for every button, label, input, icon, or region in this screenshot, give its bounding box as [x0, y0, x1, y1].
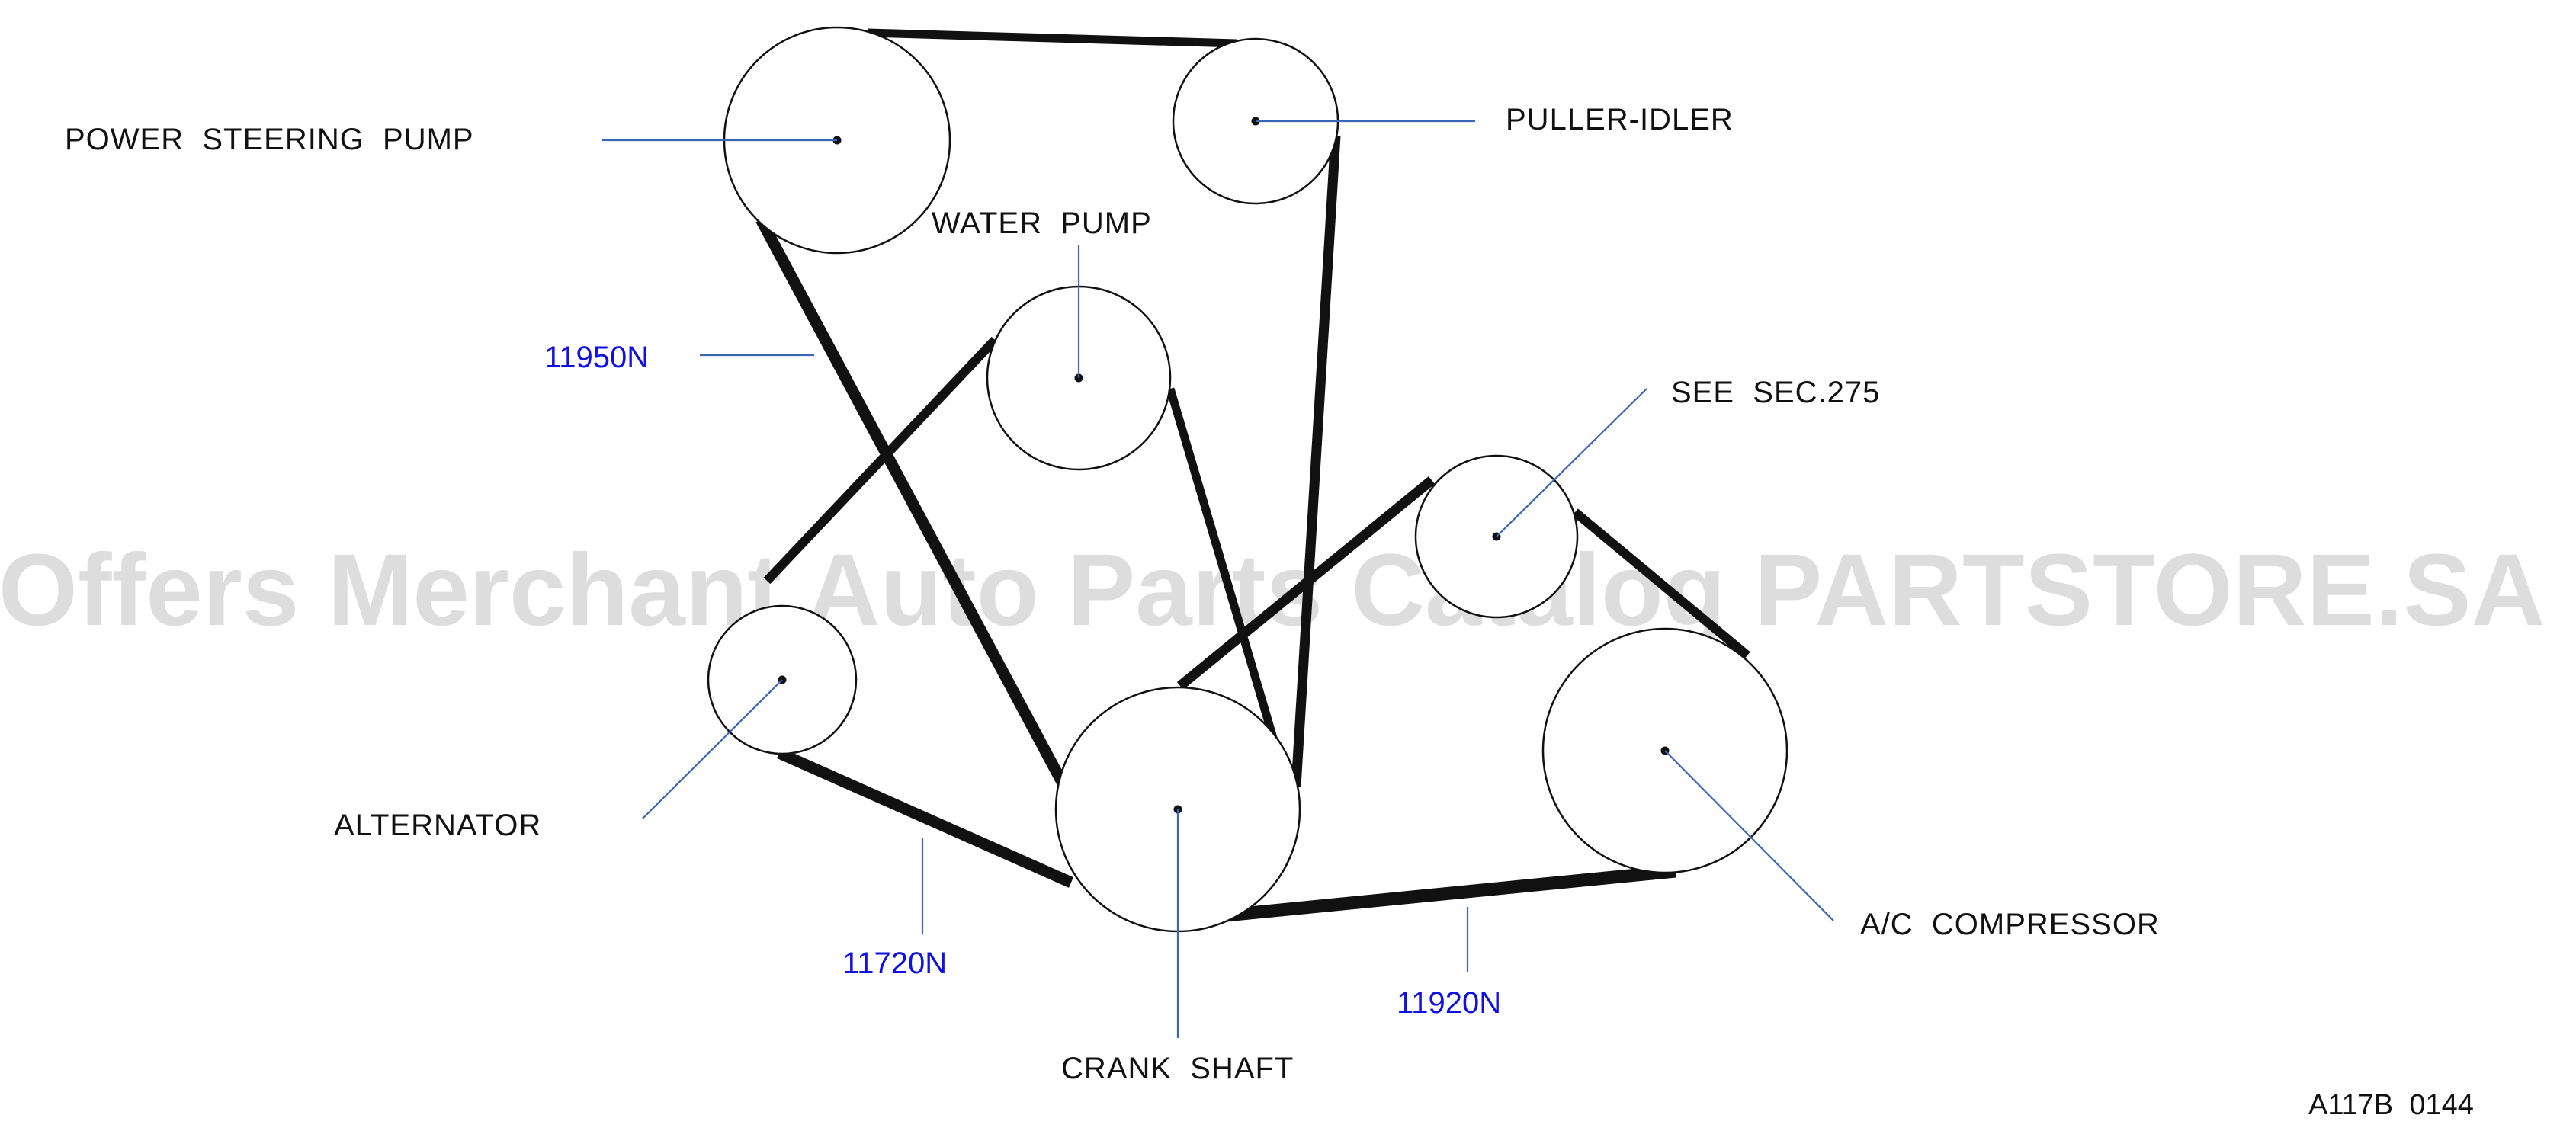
ps-belt-top-run: [867, 28, 1237, 48]
label-ac-compressor: A/C COMPRESSOR: [1860, 908, 2160, 941]
label-see-sec: SEE SEC.275: [1671, 376, 1880, 409]
label-alternator: ALTERNATOR: [334, 809, 541, 842]
ps-belt-right-run: [1291, 135, 1341, 787]
figure-code: A117B 0144: [2308, 1089, 2474, 1121]
label-power-steering-pump: POWER STEERING PUMP: [65, 123, 474, 156]
label-puller-idler: PULLER-IDLER: [1506, 103, 1734, 136]
belts: [755, 28, 1750, 923]
leader-see-sec: [1496, 388, 1647, 537]
ac-belt-upper-run: [1176, 476, 1436, 690]
ps-belt-left-run: [755, 216, 1069, 788]
alt-belt-upper-run: [763, 336, 999, 585]
alt-belt-wp-run: [1166, 387, 1279, 745]
alt-belt-lower-run: [776, 748, 1074, 888]
part-number-alternator-belt: 11720N: [842, 947, 947, 980]
ac-belt-lower-run: [1217, 864, 1676, 923]
label-crank-shaft: CRANK SHAFT: [1061, 1052, 1294, 1085]
ac-belt-idler-run: [1572, 508, 1750, 659]
leader-lines: [602, 120, 1834, 1038]
part-number-power-steering-belt: 11950N: [544, 341, 649, 374]
leader-alternator: [642, 679, 783, 819]
part-number-compressor-belt: 11920N: [1397, 986, 1501, 1020]
leader-ac-compressor: [1664, 750, 1834, 921]
watermark: Offers Merchant Auto Parts Catalog PARTS…: [0, 533, 2545, 647]
label-water-pump: WATER PUMP: [932, 207, 1152, 240]
